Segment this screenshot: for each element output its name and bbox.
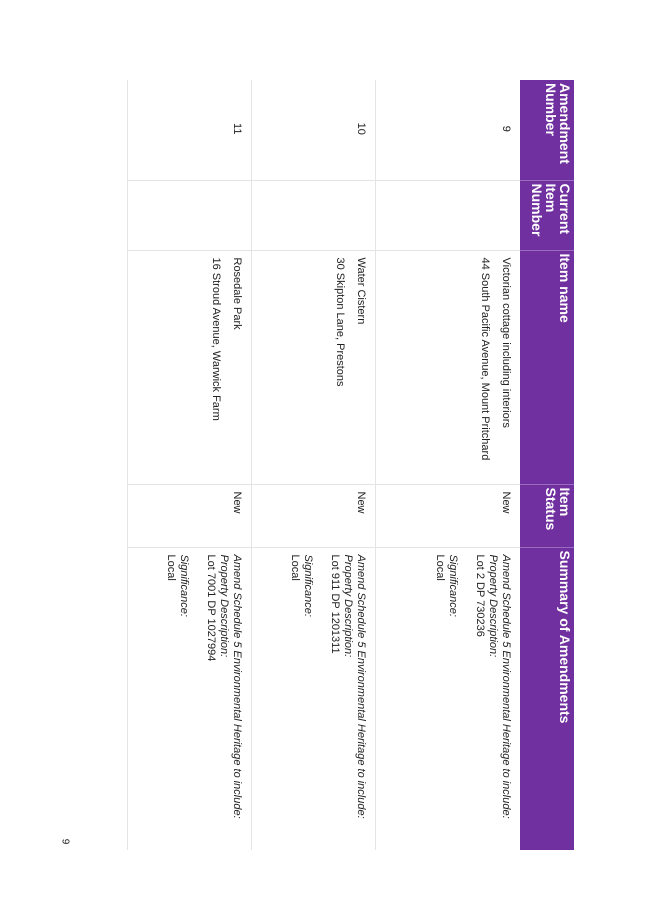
current-item-number-cell xyxy=(376,180,520,250)
header-item-name: Item name xyxy=(520,250,574,484)
current-item-number-cell xyxy=(128,180,252,250)
item-address: 30 Skipton Lane, Prestons xyxy=(334,257,347,387)
item-status-cell: New xyxy=(376,484,520,547)
amendment-number-cell: 10 xyxy=(252,80,376,180)
item-address: 44 South Pacific Avenue, Mount Pritchard xyxy=(479,257,491,461)
amendment-number-cell: 9 xyxy=(376,80,520,180)
summary-cell: Amend Schedule 5 Environmental Heritage … xyxy=(128,547,252,850)
property-description-value: Lot 7001 DP 1027994 xyxy=(205,554,218,662)
summary-intro: Amend Schedule 5 Environmental Heritage … xyxy=(231,554,244,819)
summary-cell: Amend Schedule 5 Environmental Heritage … xyxy=(252,547,376,850)
property-description-label: Property Description: xyxy=(487,554,499,658)
significance-label: Significance: xyxy=(447,554,459,617)
header-current-item-number: Current Item Number xyxy=(520,180,574,250)
item-name: Victorian cottage including interiors xyxy=(500,257,512,428)
significance-value: Local xyxy=(165,554,178,581)
table-row: 11 Rosedale Park 16 Stroud Avenue, Warwi… xyxy=(128,80,252,850)
table-row: 10 Water Cistern 30 Skipton Lane, Presto… xyxy=(252,80,376,850)
significance-value: Local xyxy=(289,554,302,581)
amendment-number-cell: 11 xyxy=(128,80,252,180)
header-amendment-number: Amendment Number xyxy=(520,80,574,180)
header-item-status: Item Status xyxy=(520,484,574,547)
rotated-page-content: Amendment Number Current Item Number Ite… xyxy=(89,80,574,850)
property-description-label: Property Description: xyxy=(342,554,355,658)
item-name: Rosedale Park xyxy=(231,257,244,330)
page-number: 9 xyxy=(59,838,71,845)
item-status-cell: New xyxy=(128,484,252,547)
property-description-value: Lot 911 DP 1201311 xyxy=(329,554,342,654)
item-address: 16 Stroud Avenue, Warwick Farm xyxy=(210,257,223,421)
item-name-cell: Rosedale Park 16 Stroud Avenue, Warwick … xyxy=(128,250,252,484)
current-item-number-cell xyxy=(252,180,376,250)
summary-intro: Amend Schedule 5 Environmental Heritage … xyxy=(500,554,512,819)
item-status-cell: New xyxy=(252,484,376,547)
table-header-row: Amendment Number Current Item Number Ite… xyxy=(520,80,574,850)
significance-value: Local xyxy=(434,554,446,581)
property-description-value: Lot 2 DP 730236 xyxy=(474,554,486,637)
property-description-label: Property Description: xyxy=(218,554,231,658)
header-summary: Summary of Amendments xyxy=(520,547,574,850)
item-name: Water Cistern xyxy=(355,257,368,325)
summary-intro: Amend Schedule 5 Environmental Heritage … xyxy=(355,554,368,819)
significance-label: Significance: xyxy=(178,554,191,617)
amendments-table: Amendment Number Current Item Number Ite… xyxy=(128,80,574,850)
table-row: 9 Victorian cottage including interiors … xyxy=(376,80,520,850)
significance-label: Significance: xyxy=(302,554,315,617)
item-name-cell: Water Cistern 30 Skipton Lane, Prestons xyxy=(252,250,376,484)
summary-cell: Amend Schedule 5 Environmental Heritage … xyxy=(376,547,520,850)
item-name-cell: Victorian cottage including interiors 44… xyxy=(376,250,520,484)
